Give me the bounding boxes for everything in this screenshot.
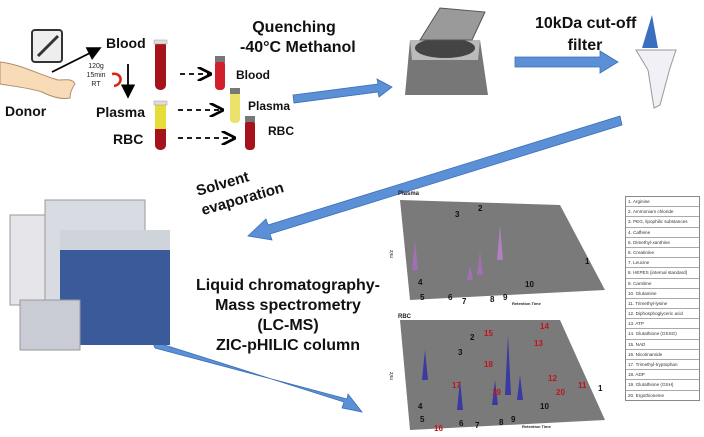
filter-label: 10kDa cut-off filter [535, 15, 637, 54]
legend-item: 16. Nicotinamide [626, 350, 699, 360]
legend-item: 11. Trimethyl-lysine [626, 299, 699, 310]
chromatogram-peak [517, 375, 523, 400]
peak-label: 1 [585, 257, 590, 266]
peak-label: 19 [492, 388, 501, 397]
chromatogram-peak [457, 380, 463, 410]
legend-item: 2. Ammonium chloride [626, 207, 699, 218]
peak-label: 2 [478, 204, 483, 213]
peak-label: 4 [418, 402, 423, 411]
legend-item: 19. Glutathione (GSH) [626, 380, 699, 391]
legend-item: 6. Creatinine [626, 248, 699, 259]
legend-item: 15. NAD [626, 340, 699, 350]
legend-item: 10. Glutamine [626, 289, 699, 299]
peak-label: 20 [556, 388, 565, 397]
peak-label: 16 [434, 424, 443, 433]
blood-tube [153, 39, 168, 90]
peak-label: 13 [534, 339, 543, 348]
legend-item: 7. Leucine [626, 258, 699, 269]
aliquot-blood-label: Blood [236, 68, 270, 82]
arrow-to-lcms [247, 115, 623, 241]
donor-label: Donor [5, 103, 47, 119]
peak-label: 7 [462, 297, 467, 306]
peak-label: 8 [499, 418, 504, 427]
rbc-ylabel: m/z [389, 371, 395, 380]
legend-item: 3. PEG, lipophilic substances [626, 217, 699, 228]
peak-label: 4 [418, 278, 423, 287]
lcms-instrument-image [9, 199, 170, 351]
legend-item: 5. Dimethyl-xanthine [626, 238, 699, 248]
plasma-xlabel: Retention Time [512, 301, 541, 306]
peak-label: 9 [511, 415, 516, 424]
syringe-icon [31, 29, 63, 63]
arrow-to-centrifuge [292, 78, 393, 104]
chromatogram-peak [505, 335, 511, 395]
chromatogram-peak [497, 225, 503, 260]
peak-label: 3 [455, 210, 460, 219]
peak-label: 15 [484, 329, 493, 338]
separated-tube [153, 100, 168, 150]
chromatogram-peak [467, 265, 473, 280]
chromatogram-peak [412, 240, 418, 270]
filter-tube-image [635, 15, 677, 109]
plasma-ylabel: m/z [389, 249, 395, 258]
plasma-label: Plasma [96, 104, 146, 120]
peak-label: 2 [470, 333, 475, 342]
peak-label: 10 [525, 280, 534, 289]
arrow-to-chromatograms [151, 340, 363, 413]
legend-item: 1. Arginine [626, 197, 699, 208]
aliquot-plasma-label: Plasma [248, 99, 291, 113]
rbc-aliquot-tube [245, 116, 255, 150]
arrow-donor-blood [51, 47, 102, 73]
peak-label: 11 [578, 381, 587, 390]
rbc-chromatogram-title: RBC [398, 314, 411, 320]
rbc-xlabel: Retention Time [522, 424, 551, 429]
arm-icon [0, 61, 76, 99]
arrow-to-filter [514, 50, 619, 74]
peak-label: 12 [548, 374, 557, 383]
blood-label: Blood [106, 35, 146, 51]
peak-label: 1 [598, 384, 603, 393]
legend-item: 18. ADP [626, 370, 699, 381]
legend-item: 9. Carnitine [626, 279, 699, 289]
plasma-chromatogram-plane [400, 200, 605, 300]
peak-label: 5 [420, 415, 425, 424]
legend-item: 20. Ergothioneine [628, 392, 665, 398]
peak-label: 5 [420, 293, 425, 302]
peak-label: 3 [458, 348, 463, 357]
peak-label: 8 [490, 295, 495, 304]
aliquot-rbc-label: RBC [268, 124, 294, 138]
centrifuge-conditions: 120g 15min RT [86, 63, 106, 88]
rbc-label: RBC [113, 131, 144, 147]
rbc-chromatogram-plane [400, 320, 605, 430]
legend-item: 14. Glutathione (GSSG) [626, 329, 699, 340]
peak-label: 18 [484, 360, 493, 369]
peak-label: 9 [503, 293, 508, 302]
peak-label: 6 [459, 419, 464, 428]
blood-aliquot-tube [215, 56, 225, 90]
lcms-label: Liquid chromatography- Mass spectrometry… [196, 277, 380, 354]
quenching-label: Quenching -40°C Methanol [240, 19, 356, 56]
plasma-aliquot-tube [230, 88, 240, 123]
peak-label: 7 [475, 421, 480, 430]
legend-item: 17. Trimethyl-tryptophan [626, 360, 699, 371]
rotate-icon [111, 72, 122, 88]
chromatogram-peak [422, 350, 428, 380]
chromatogram-peak [477, 250, 483, 275]
centrifuge-image [405, 7, 488, 95]
peak-label: 6 [448, 293, 453, 302]
legend-item: 8. HEPES (internal standard) [626, 268, 699, 279]
peak-label: 10 [540, 402, 549, 411]
legend-item: 4. Caffeine [626, 228, 699, 238]
peak-label: 14 [540, 322, 549, 331]
plasma-chromatogram-title: Plasma [398, 191, 420, 197]
peak-label: 17 [452, 381, 461, 390]
legend-item: 12. Diphosphoglyceric acid [626, 309, 699, 320]
chromatogram-peak [492, 380, 498, 405]
legend-item: 13. ATP [626, 319, 699, 330]
